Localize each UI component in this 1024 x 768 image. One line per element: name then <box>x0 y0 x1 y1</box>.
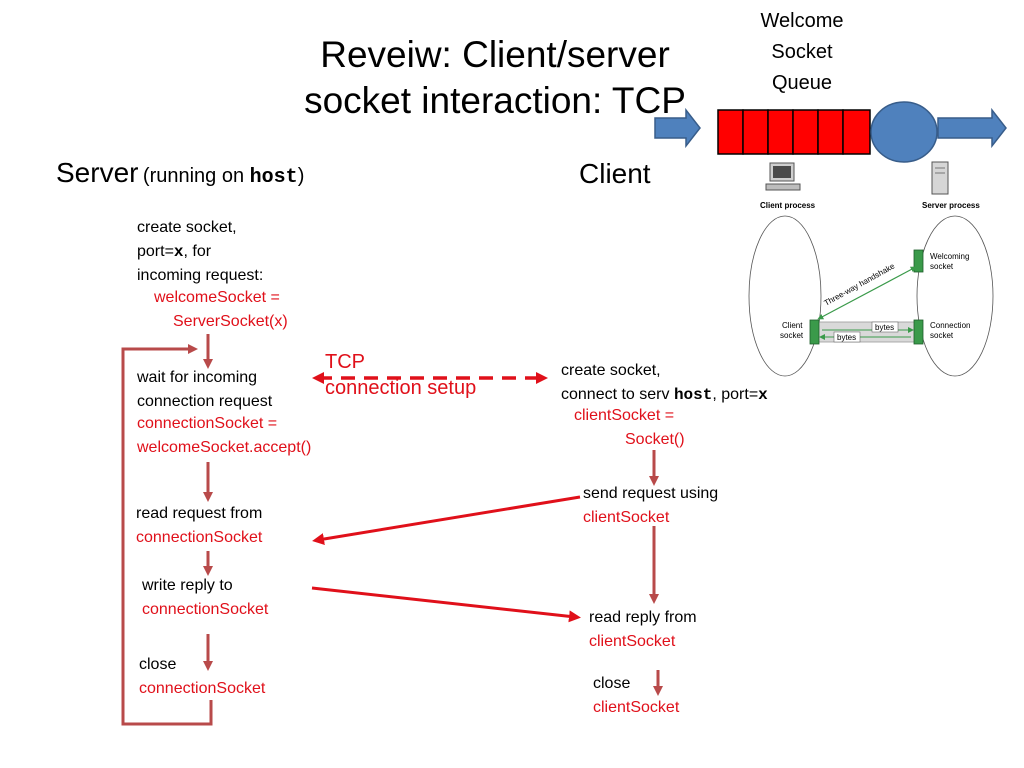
connection-socket <box>913 319 924 345</box>
server-close-line-1: close <box>139 656 177 673</box>
server-write-text: write reply to connectionSocket <box>142 574 268 622</box>
inset-client-socket-label-1: Client <box>782 321 803 330</box>
server-loop-line <box>121 344 213 726</box>
server-create-line-2: port=x, for <box>137 243 212 261</box>
client-read-line-2: clientSocket <box>589 633 676 650</box>
client-create-line-2: connect to serv host, port=x <box>561 386 768 404</box>
inset-bytes-label-2: bytes <box>837 333 856 342</box>
inset-handshake-label: Three-way handshake <box>823 261 897 308</box>
reply-arrow <box>311 586 581 623</box>
server-header-main: Server <box>56 157 139 188</box>
server-create-code-line-2: ServerSocket(x) <box>173 313 288 330</box>
queue-slot <box>717 109 744 155</box>
server-close-text: close connectionSocket <box>139 653 265 701</box>
queue-label-line-1: Welcome <box>760 10 844 32</box>
client-socket <box>809 319 820 345</box>
connection-pipe <box>815 321 919 343</box>
server-read-text: read request from connectionSocket <box>136 502 262 550</box>
server-header-paren-close: ) <box>297 165 305 187</box>
socket-inset-diagram: Client process Server process Welcoming … <box>748 161 994 377</box>
bytes-box <box>833 331 861 343</box>
server-wait-code: connectionSocket = welcomeSocket.accept(… <box>137 412 311 460</box>
queue-label: Welcome Socket Queue <box>742 6 862 99</box>
client-read-line-1: read reply from <box>589 609 697 626</box>
client-create-code-line-1: clientSocket = <box>574 407 675 424</box>
server-create-socket-text: create socket, port=x, for incoming requ… <box>137 216 263 288</box>
queue-label-line-3: Queue <box>771 72 833 94</box>
client-create-code-line-2: Socket() <box>625 431 685 448</box>
inset-server-process-label: Server process <box>922 201 980 210</box>
inset-welcoming-socket-label-1: Welcoming <box>930 252 969 261</box>
server-header-paren-open: (running on <box>142 165 250 187</box>
queue-out-arrow <box>937 107 1007 149</box>
server-header: Server (running on host) <box>56 157 304 189</box>
handshake-arrow <box>817 266 917 320</box>
welcome-socket-queue <box>654 101 1007 163</box>
inset-client-socket-label-2: socket <box>780 331 804 340</box>
server-queue-ellipse <box>870 101 938 163</box>
client-create-socket-text: create socket, connect to serv host, por… <box>561 359 768 407</box>
server-write-line-1: write reply to <box>142 577 233 594</box>
queue-label-line-2: Socket <box>771 41 833 63</box>
inset-connection-socket-label-1: Connection <box>930 321 970 330</box>
client-close-line-1: close <box>593 675 631 692</box>
slide-title: Reveiw: Client/server socket interaction… <box>265 32 725 124</box>
queue-slot <box>792 109 819 155</box>
tcp-setup-label: TCP connection setup <box>325 349 476 401</box>
queue-slot <box>742 109 769 155</box>
client-close-text: close clientSocket <box>593 672 679 720</box>
title-line-2: socket interaction: TCP <box>304 80 686 121</box>
client-send-text: send request using clientSocket <box>583 482 718 530</box>
server-wait-code-line-1: connectionSocket = <box>137 415 278 432</box>
client-header: Client <box>579 158 651 189</box>
server-read-line-1: read request from <box>136 505 263 522</box>
client-create-line-1: create socket, <box>561 362 661 379</box>
server-wait-line-1: wait for incoming <box>137 369 258 386</box>
server-tower-icon <box>931 161 949 195</box>
inset-connection-socket-label-2: socket <box>930 331 954 340</box>
title-line-1: Reveiw: Client/server <box>320 34 670 75</box>
client-create-code: clientSocket = Socket() <box>574 404 685 452</box>
server-create-line-3: incoming request: <box>137 267 264 284</box>
server-wait-line-2: connection request <box>137 393 273 410</box>
computer-icon <box>765 162 801 191</box>
queue-in-arrow <box>654 107 701 149</box>
client-read-text: read reply from clientSocket <box>589 606 697 654</box>
client-send-line-1: send request using <box>583 485 719 502</box>
tcp-setup-line-2: connection setup <box>325 377 477 399</box>
inset-welcoming-socket-label-2: socket <box>930 262 954 271</box>
server-create-code-line-1: welcomeSocket = <box>154 289 280 306</box>
queue-slot <box>817 109 844 155</box>
welcoming-socket <box>913 249 924 273</box>
server-read-line-2: connectionSocket <box>136 529 263 546</box>
queue-slot <box>842 109 871 155</box>
server-create-line-1: create socket, <box>137 219 237 236</box>
queue-slot <box>767 109 794 155</box>
client-process-ellipse <box>748 215 822 377</box>
tcp-setup-line-1: TCP <box>325 351 365 373</box>
client-close-line-2: clientSocket <box>593 699 680 716</box>
request-arrow <box>312 495 581 545</box>
inset-client-process-label: Client process <box>760 201 816 210</box>
server-create-code: welcomeSocket = ServerSocket(x) <box>154 286 288 334</box>
client-send-line-2: clientSocket <box>583 509 670 526</box>
server-process-ellipse <box>916 215 994 377</box>
server-wait-code-line-2: welcomeSocket.accept() <box>137 439 312 456</box>
inset-bytes-label-1: bytes <box>875 323 894 332</box>
server-wait-text: wait for incoming connection request <box>137 366 272 414</box>
server-header-host: host <box>249 166 298 189</box>
server-write-line-2: connectionSocket <box>142 601 269 618</box>
server-close-line-2: connectionSocket <box>139 680 266 697</box>
bytes-box <box>871 321 899 333</box>
